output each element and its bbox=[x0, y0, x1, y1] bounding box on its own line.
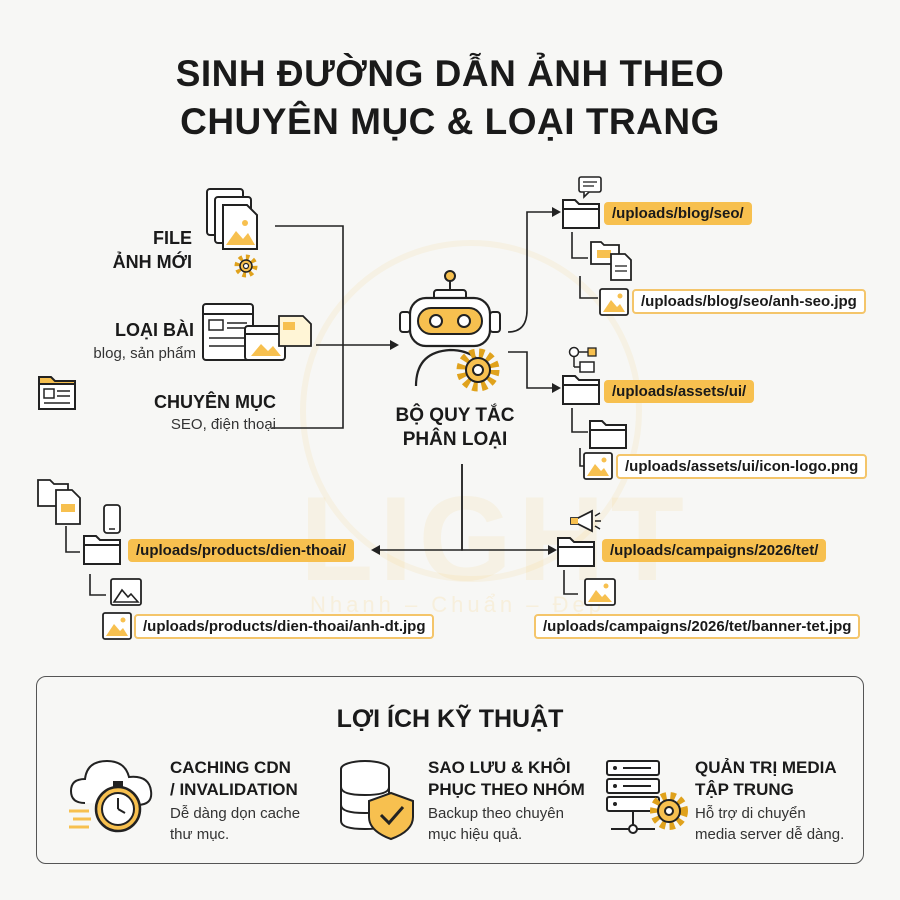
benefits-title: LỢI ÍCH KỸ THUẬT bbox=[336, 705, 564, 733]
benefit-3-text-line-1: Hỗ trợ di chuyển bbox=[695, 805, 806, 822]
benefit-2-text-line-2: mục hiệu quả. bbox=[428, 826, 523, 843]
benefit-2-heading-line-1: SAO LƯU & KHÔI bbox=[428, 758, 571, 777]
new-image-file-icon bbox=[206, 188, 258, 250]
page-type-sub: blog, sản phẩm bbox=[93, 345, 196, 362]
engine-label-line-1: BỘ QUY TẮC bbox=[395, 405, 515, 426]
image-file-icon bbox=[583, 452, 613, 480]
file-label-line-1: FILE bbox=[153, 228, 192, 248]
benefit-3-heading-line-2: TẬP TRUNG bbox=[695, 780, 794, 799]
title-line-2: CHUYÊN MỤC & LOẠI TRANG bbox=[180, 101, 720, 142]
benefit-3-text-line-2: media server dễ dàng. bbox=[695, 826, 845, 843]
category-label: CHUYÊN MỤC bbox=[153, 392, 276, 412]
database-shield-icon bbox=[340, 760, 414, 841]
watermark-tagline: Nhanh – Chuẩn – Đẹp bbox=[310, 592, 605, 617]
benefit-1-heading-line-2: / INVALIDATION bbox=[170, 780, 298, 799]
benefit-1-text-line-2: thư mục. bbox=[170, 826, 230, 843]
title-line-1: SINH ĐƯỜNG DẪN ẢNH THEO bbox=[175, 53, 725, 94]
benefit-2-heading-line-2: PHỤC THEO NHÓM bbox=[428, 780, 585, 799]
folder-icon bbox=[562, 199, 600, 229]
category-sub: SEO, điện thoại bbox=[170, 416, 276, 433]
input-bracket bbox=[272, 225, 344, 429]
chat-icon bbox=[578, 176, 602, 199]
image-file-icon bbox=[102, 612, 132, 640]
assets-folder-path: /uploads/assets/ui/ bbox=[604, 380, 755, 403]
subfolder-files-icon bbox=[590, 241, 632, 281]
benefit-1-text: Dễ dàng dọn cache thư mục. bbox=[170, 803, 300, 845]
folder-icon bbox=[562, 375, 600, 405]
media-server-gear-icon bbox=[606, 760, 688, 834]
arrow-to-campaigns bbox=[461, 464, 548, 551]
arrow-to-assets bbox=[508, 351, 552, 389]
arrow-to-blog bbox=[507, 211, 552, 333]
category-folder-icon bbox=[38, 376, 76, 410]
benefit-3-heading: QUẢN TRỊ MEDIA TẬP TRUNG bbox=[695, 757, 837, 801]
arrow-to-products bbox=[380, 464, 463, 551]
image-file-icon bbox=[584, 578, 616, 606]
subfolder-icon bbox=[589, 420, 627, 449]
benefit-2-heading: SAO LƯU & KHÔI PHỤC THEO NHÓM bbox=[428, 757, 585, 801]
engine-label: BỘ QUY TẮC PHÂN LOẠI bbox=[380, 404, 530, 452]
benefit-1-heading-line-1: CACHING CDN bbox=[170, 758, 291, 777]
campaigns-folder-path: /uploads/campaigns/2026/tet/ bbox=[602, 539, 827, 562]
page-type-label: LOẠI BÀI bbox=[115, 320, 194, 340]
benefit-3-heading-line-1: QUẢN TRỊ MEDIA bbox=[695, 758, 837, 777]
benefit-1-heading: CACHING CDN / INVALIDATION bbox=[170, 757, 298, 801]
image-file-icon bbox=[599, 288, 629, 316]
phone-icon bbox=[103, 504, 121, 534]
cdn-cache-clock-icon bbox=[69, 759, 153, 833]
megaphone-icon bbox=[570, 509, 601, 533]
benefit-2-text-line-1: Backup theo chuyên bbox=[428, 805, 564, 822]
blog-folder-path: /uploads/blog/seo/ bbox=[604, 202, 752, 225]
benefit-3-text: Hỗ trợ di chuyển media server dễ dàng. bbox=[695, 803, 844, 845]
file-label-line-2: ẢNH MỚI bbox=[112, 252, 192, 272]
products-file-path: /uploads/products/dien-thoai/anh-dt.jpg bbox=[134, 614, 435, 639]
assets-file-path: /uploads/assets/ui/icon-logo.png bbox=[616, 454, 868, 479]
folder-icon bbox=[83, 535, 121, 565]
benefits-panel: LỢI ÍCH KỸ THUẬT CACHING CDN / INVALIDAT… bbox=[36, 676, 864, 864]
image-icon bbox=[110, 578, 142, 606]
page-type-icon bbox=[202, 303, 312, 361]
gear-icon bbox=[234, 254, 258, 278]
product-files-icon bbox=[37, 479, 81, 525]
file-label: FILE ẢNH MỚI bbox=[80, 226, 192, 274]
robot-rules-engine-icon bbox=[399, 270, 501, 392]
products-folder-path: /uploads/products/dien-thoai/ bbox=[128, 539, 354, 562]
benefit-1-text-line-1: Dễ dàng dọn cache bbox=[170, 805, 301, 822]
engine-label-line-2: PHÂN LOẠI bbox=[402, 429, 508, 450]
watermark-ring bbox=[300, 240, 642, 582]
benefit-2-text: Backup theo chuyên mục hiệu quả. bbox=[428, 803, 564, 845]
ui-flow-icon bbox=[568, 346, 597, 373]
page-title: SINH ĐƯỜNG DẪN ẢNH THEO CHUYÊN MỤC & LOẠ… bbox=[0, 50, 900, 146]
campaigns-file-path: /uploads/campaigns/2026/tet/banner-tet.j… bbox=[534, 614, 861, 639]
folder-icon bbox=[557, 537, 595, 567]
blog-file-path: /uploads/blog/seo/anh-seo.jpg bbox=[632, 289, 866, 314]
